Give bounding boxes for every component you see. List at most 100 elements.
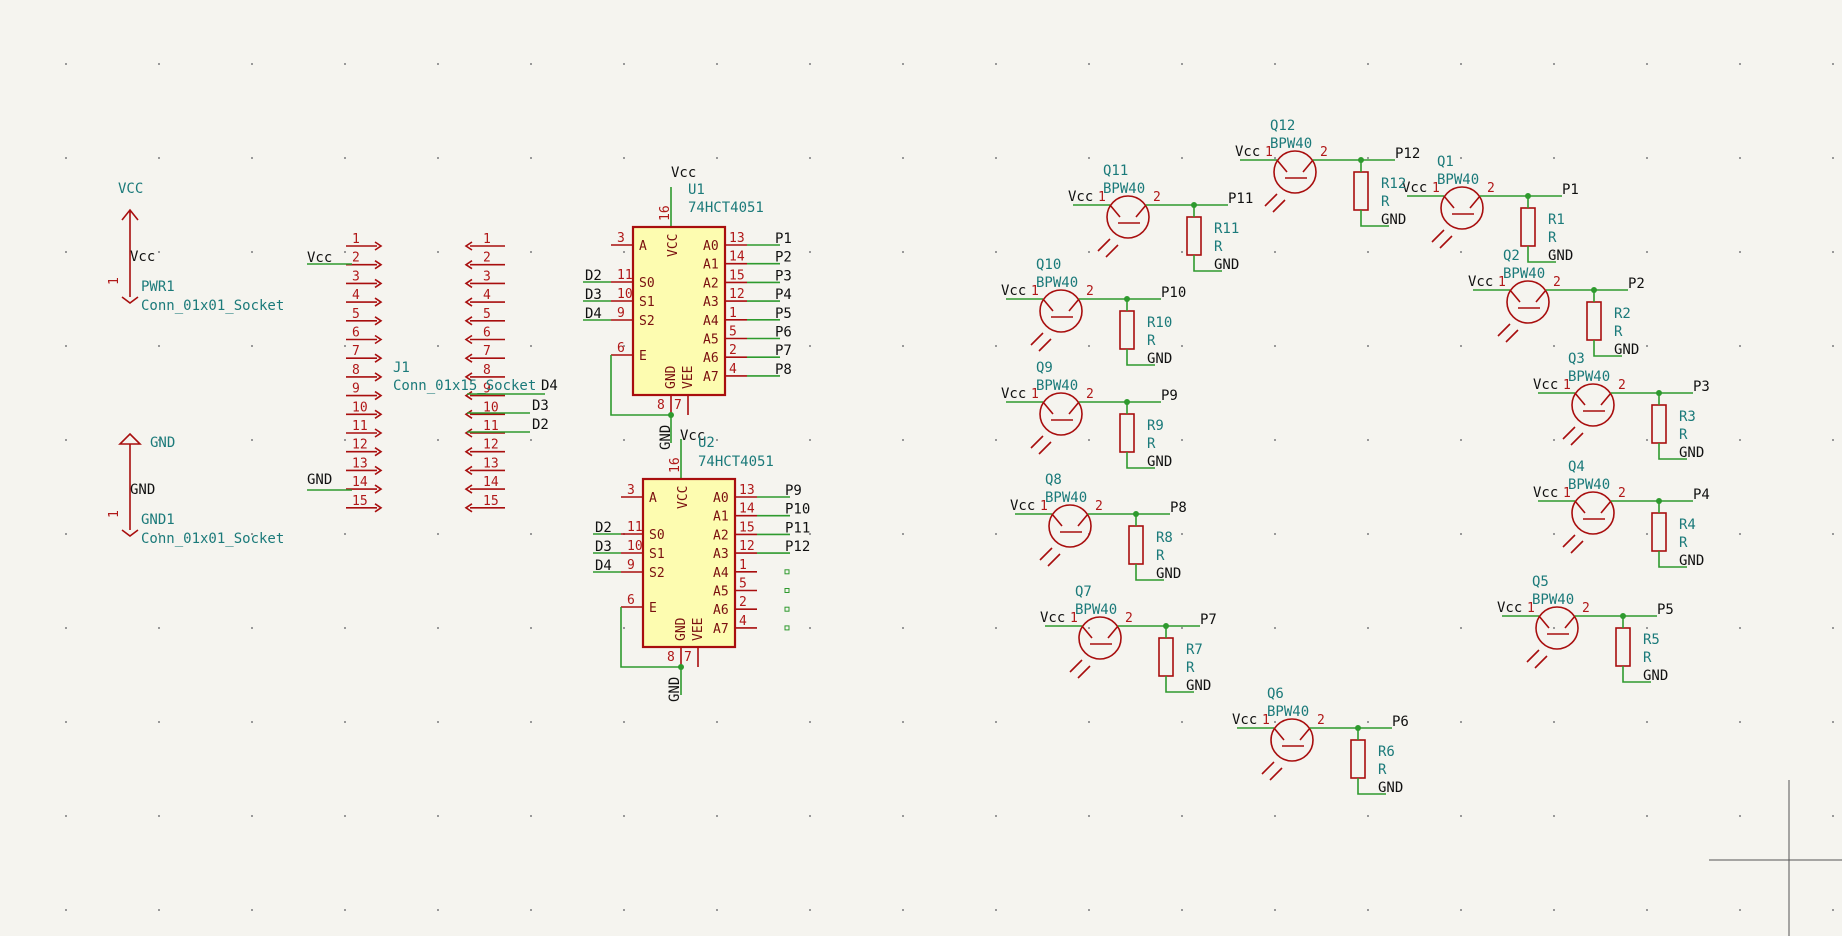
grid-dot: [995, 533, 997, 535]
connector-left-pin-number: 15: [352, 494, 368, 509]
grid-dot: [251, 63, 253, 65]
mux-chip: [641, 477, 737, 649]
grid-dot: [623, 721, 625, 723]
connector-right-pin-number: 12: [483, 438, 499, 453]
grid-dot: [1739, 721, 1741, 723]
gnd-net: GND: [1147, 351, 1172, 367]
gnd-pin-net: GND: [130, 482, 155, 498]
resistor-wire: [1658, 393, 1687, 460]
gnd-power-symbol[interactable]: GND GND 1 GND1 Conn_01x01_Socket: [107, 432, 284, 547]
resistor-value: R: [1186, 660, 1195, 676]
gnd-net: GND: [1643, 668, 1668, 684]
mux-input-pin-number: 10: [617, 287, 633, 302]
grid-dot: [530, 721, 532, 723]
grid-dot: [1274, 909, 1276, 911]
mux-output-pin-number: 5: [739, 577, 747, 592]
grid-dot: [1553, 63, 1555, 65]
mux-output-net: P6: [775, 325, 792, 341]
grid-dot: [344, 157, 346, 159]
mux-bottom-pin-number: 8: [667, 650, 675, 665]
enable-gnd-wire: [610, 355, 671, 416]
mux-input-pin-number: 10: [627, 539, 643, 554]
grid-dot: [716, 721, 718, 723]
vcc-net: Vcc: [1468, 274, 1493, 290]
transistor-leads: [1081, 625, 1119, 645]
grid-dot: [809, 157, 811, 159]
connector-left-socket: [374, 465, 383, 476]
mux-output-net: P10: [785, 502, 810, 518]
resistor-wire: [1360, 160, 1389, 227]
vcc-net: Vcc: [1533, 377, 1558, 393]
gnd-net: GND: [1548, 248, 1573, 264]
mux-output-pin-name: A2: [703, 276, 719, 291]
mux-bottom-pin-number: 8: [657, 398, 665, 413]
connector-left-pin-number: 12: [352, 438, 368, 453]
connector-left-pin-number: 10: [352, 400, 368, 415]
grid-dot: [1832, 721, 1834, 723]
vcc-pin-number: 1: [107, 277, 122, 285]
u1-vcc-net: Vcc: [671, 165, 696, 181]
light-arrows: [1562, 426, 1584, 446]
mux-u2[interactable]: Vcc U2 74HCT4051 GND 16VCC3A11S010S19S26…: [593, 428, 810, 702]
grid-dot: [995, 439, 997, 441]
mux-bottom-pin-name: VEE: [691, 618, 706, 641]
resistor-wire: [1357, 728, 1386, 795]
connector-right-pin-number: 3: [483, 269, 491, 284]
grid-dot: [1739, 251, 1741, 253]
grid-dot: [344, 815, 346, 817]
mux-output-pin-number: 5: [729, 325, 737, 340]
grid-dot: [1367, 157, 1369, 159]
resistor-value: R: [1156, 548, 1165, 564]
grid-dot: [1367, 533, 1369, 535]
grid-dot: [809, 345, 811, 347]
connector-right-socket: [464, 390, 473, 401]
resistor-value: R: [1679, 427, 1688, 443]
mux-output-pin-name: A4: [703, 314, 719, 329]
grid-dot: [1367, 63, 1369, 65]
pwr1-value: Conn_01x01_Socket: [141, 298, 284, 314]
resistor-body: [1615, 627, 1631, 667]
mux-output-pin-number: 15: [729, 268, 745, 283]
grid-dot: [1646, 909, 1648, 911]
connector-left-pin-number: 14: [352, 475, 368, 490]
transistor-value: BPW40: [1568, 477, 1610, 493]
mux-u1[interactable]: Vcc U1 74HCT4051 GND 16VCC3A11S010S19S26…: [583, 165, 792, 450]
vcc-net: Vcc: [1235, 144, 1260, 160]
grid-dot: [716, 439, 718, 441]
mux-output-pin-number: 14: [739, 502, 755, 517]
grid-dot: [1832, 815, 1834, 817]
resistor-ref: R5: [1643, 632, 1660, 648]
grid-dot: [1088, 251, 1090, 253]
cursor-crosshair: [1709, 780, 1842, 936]
pin2-number: 2: [1618, 486, 1626, 501]
grid-dot: [1832, 345, 1834, 347]
grid-dot: [1460, 345, 1462, 347]
grid-dot: [902, 721, 904, 723]
resistor-ref: R1: [1548, 212, 1565, 228]
grid-dot: [1088, 345, 1090, 347]
mux-input-pin-number: 3: [617, 231, 625, 246]
mux-output-pin-name: A7: [713, 622, 729, 637]
vcc-power-symbol[interactable]: VCC Vcc 1 PWR1 Conn_01x01_Socket: [107, 181, 284, 314]
gnd-net: GND: [1614, 342, 1639, 358]
mux-output-pin-number: 12: [739, 539, 755, 554]
mux-input-pin-name: S2: [639, 314, 655, 329]
transistor-leads: [1443, 195, 1481, 215]
vcc-net: Vcc: [1001, 386, 1026, 402]
grid-dot: [344, 909, 346, 911]
